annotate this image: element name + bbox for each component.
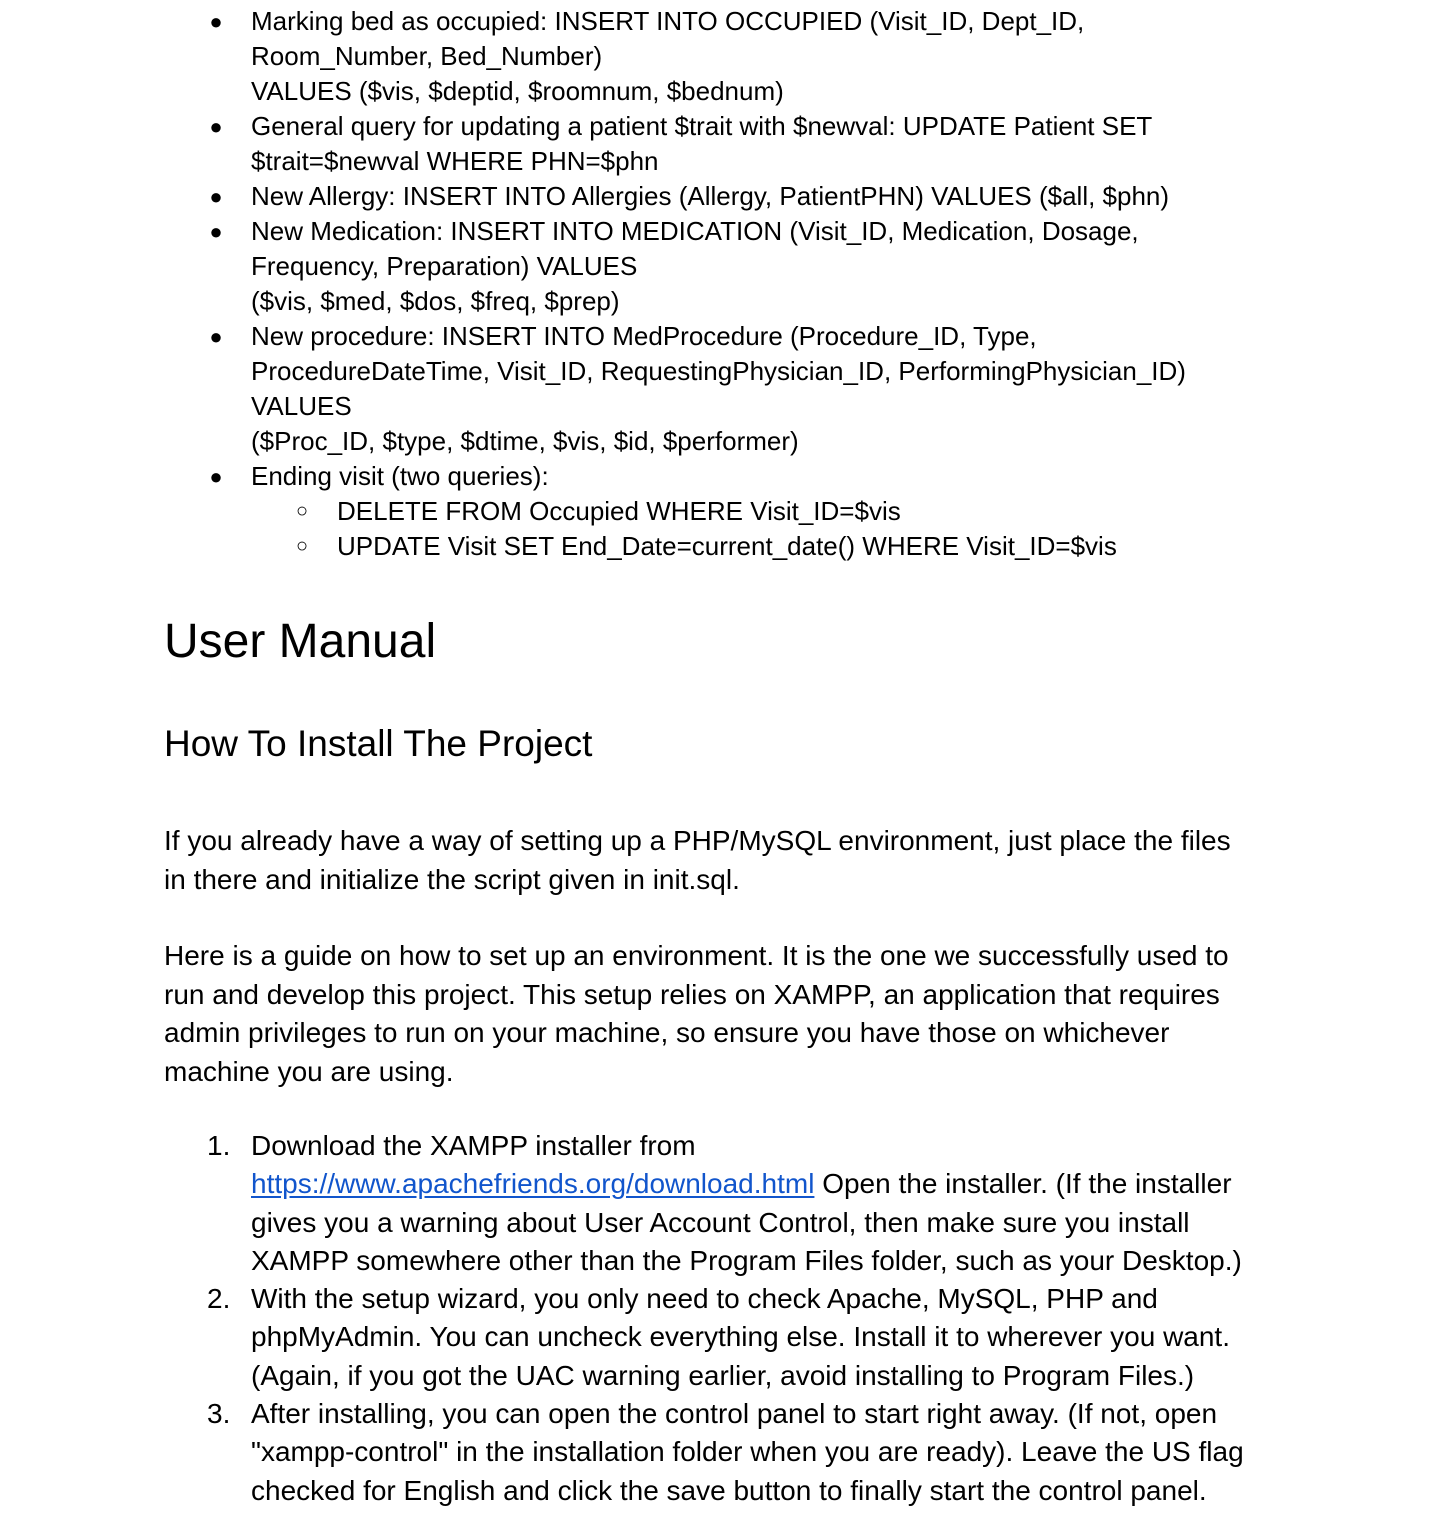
- install-step: 2. With the setup wizard, you only need …: [0, 1280, 1446, 1395]
- guide-paragraph: Here is a guide on how to set up an envi…: [164, 937, 1294, 1091]
- step-text: Download the XAMPP installer from: [251, 1130, 696, 1161]
- bullet-icon: ●: [209, 9, 223, 34]
- bullet-icon: ●: [209, 219, 223, 244]
- step-number: 2.: [207, 1283, 231, 1315]
- sub-list-item: ○ DELETE FROM Occupied WHERE Visit_ID=$v…: [0, 494, 1446, 529]
- list-item-text: New procedure: INSERT INTO MedProcedure …: [251, 321, 1037, 351]
- sub-list-item-text: UPDATE Visit SET End_Date=current_date()…: [337, 531, 1117, 561]
- subsection-heading-install: How To Install The Project: [164, 723, 593, 764]
- xampp-download-link[interactable]: https://www.apachefriends.org/download.h…: [251, 1168, 815, 1200]
- list-item-text: $trait=$newval WHERE PHN=$phn: [251, 146, 659, 176]
- step-text: (Again, if you got the UAC warning earli…: [251, 1359, 1195, 1391]
- step-text: XAMPP somewhere other than the Program F…: [251, 1244, 1242, 1276]
- list-item: ● Marking bed as occupied: INSERT INTO O…: [0, 4, 1211, 109]
- bullet-icon: ●: [209, 464, 223, 489]
- step-number: 3.: [207, 1398, 231, 1430]
- sub-list-item: ○ UPDATE Visit SET End_Date=current_date…: [0, 529, 1446, 564]
- paragraph-line: run and develop this project. This setup…: [164, 978, 1220, 1010]
- paragraph-line: admin privileges to run on your machine,…: [164, 1017, 1170, 1048]
- step-text: After installing, you can open the contr…: [251, 1398, 1218, 1430]
- install-step: 3. After installing, you can open the co…: [0, 1395, 1446, 1510]
- paragraph-line: machine you are using.: [164, 1055, 454, 1087]
- list-item-text: ($Proc_ID, $type, $dtime, $vis, $id, $pe…: [251, 426, 799, 456]
- step-text: checked for English and click the save b…: [251, 1474, 1207, 1506]
- bullet-icon: ●: [209, 324, 223, 349]
- list-item-text: VALUES: [251, 391, 352, 421]
- list-item-text: Marking bed as occupied: INSERT INTO OCC…: [251, 6, 1085, 36]
- step-text: gives you a warning about User Account C…: [251, 1206, 1190, 1238]
- sub-bullet-icon: ○: [295, 500, 309, 522]
- paragraph-line: Here is a guide on how to set up an envi…: [164, 940, 1229, 971]
- sub-list-item-text: DELETE FROM Occupied WHERE Visit_ID=$vis: [337, 496, 901, 526]
- paragraph-line: in there and initialize the script given…: [164, 863, 740, 895]
- list-item: ● New procedure: INSERT INTO MedProcedur…: [0, 319, 1211, 459]
- list-item: ● General query for updating a patient $…: [0, 109, 1211, 179]
- step-text: phpMyAdmin. You can uncheck everything e…: [251, 1321, 1230, 1353]
- list-item-text: General query for updating a patient $tr…: [251, 111, 1153, 141]
- list-item-text: ProcedureDateTime, Visit_ID, RequestingP…: [251, 356, 1186, 386]
- list-item: ● New Allergy: INSERT INTO Allergies (Al…: [0, 179, 1211, 214]
- list-item-text: ($vis, $med, $dos, $freq, $prep): [251, 286, 620, 316]
- list-item-text: VALUES ($vis, $deptid, $roomnum, $bednum…: [251, 76, 784, 106]
- list-item-text: New Allergy: INSERT INTO Allergies (Alle…: [251, 181, 1170, 211]
- install-step: 1. Download the XAMPP installer from htt…: [0, 1127, 1446, 1280]
- install-steps-list: 1. Download the XAMPP installer from htt…: [0, 1127, 1446, 1510]
- list-item-text: Frequency, Preparation) VALUES: [251, 251, 638, 281]
- step-text: With the setup wizard, you only need to …: [251, 1283, 1158, 1315]
- intro-paragraph: If you already have a way of setting up …: [164, 822, 1294, 899]
- list-item-text: Ending visit (two queries):: [251, 461, 549, 491]
- step-text: Open the installer. (If the installer: [814, 1168, 1232, 1200]
- list-item-text: New Medication: INSERT INTO MEDICATION (…: [251, 216, 1139, 246]
- list-item: ● New Medication: INSERT INTO MEDICATION…: [0, 214, 1211, 319]
- sql-query-list: ● Marking bed as occupied: INSERT INTO O…: [0, 4, 1446, 564]
- bullet-icon: ●: [209, 184, 223, 209]
- list-item-text: Room_Number, Bed_Number): [251, 41, 603, 71]
- list-item: ● Ending visit (two queries):: [0, 459, 1211, 494]
- bullet-icon: ●: [209, 114, 223, 139]
- section-heading-user-manual: User Manual: [164, 615, 437, 668]
- paragraph-line: If you already have a way of setting up …: [164, 825, 1231, 856]
- step-text-with-link: https://www.apachefriends.org/download.h…: [251, 1165, 1446, 1203]
- step-text: "xampp-control" in the installation fold…: [251, 1436, 1244, 1468]
- sub-bullet-icon: ○: [295, 535, 309, 557]
- step-number: 1.: [207, 1130, 231, 1161]
